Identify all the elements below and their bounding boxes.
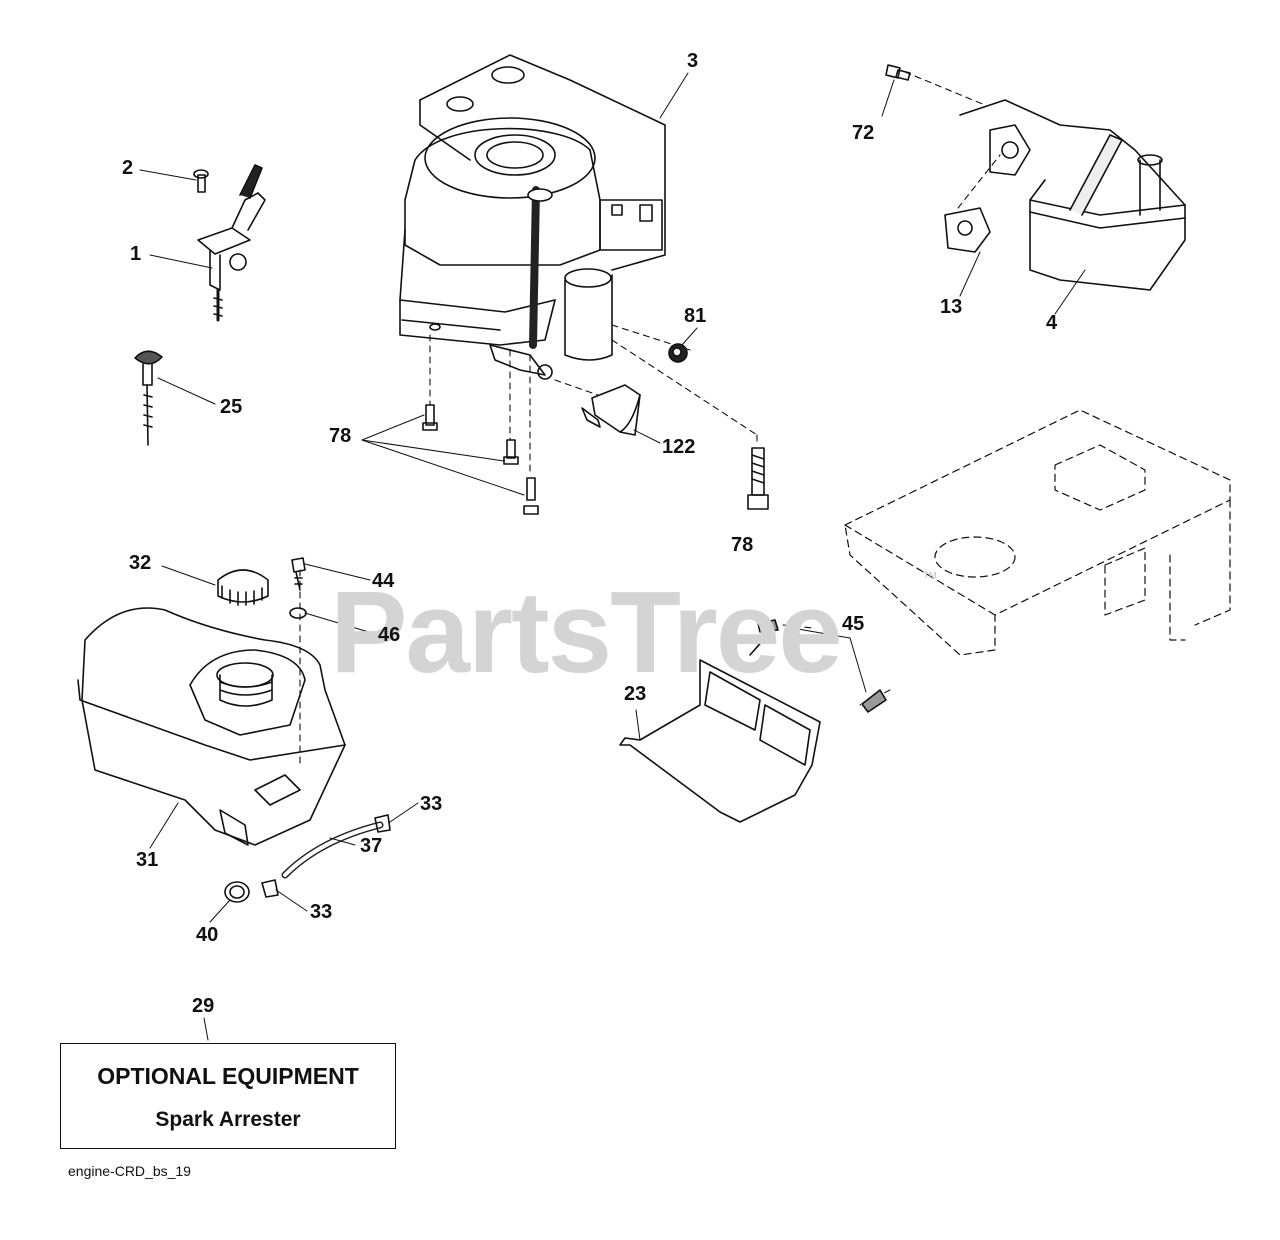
diagram-caption: engine-CRD_bs_19 (68, 1163, 191, 1179)
callout-78-right[interactable]: 78 (731, 534, 754, 556)
callout-31[interactable]: 31 (136, 849, 159, 871)
bolt-72 (885, 64, 911, 81)
callout-25[interactable]: 25 (220, 396, 243, 418)
callout-3[interactable]: 3 (687, 50, 699, 72)
callout-72[interactable]: 72 (852, 122, 875, 144)
spark-arrester-label: Spark Arrester (155, 1108, 301, 1131)
callout-32[interactable]: 32 (129, 552, 152, 574)
callout-33-upper[interactable]: 33 (420, 793, 443, 815)
callout-40[interactable]: 40 (196, 924, 219, 946)
engine-bolts (422, 404, 769, 515)
engine (399, 54, 666, 380)
fuel-tank (77, 569, 346, 846)
callout-1[interactable]: 1 (130, 243, 142, 265)
callout-78-left[interactable]: 78 (329, 425, 352, 447)
gasket-13 (944, 207, 991, 253)
throttle-control (193, 164, 266, 322)
callout-33-lower[interactable]: 33 (310, 901, 333, 923)
optional-equipment-title: OPTIONAL EQUIPMENT (97, 1063, 359, 1089)
callout-4[interactable]: 4 (1046, 312, 1058, 334)
callout-23[interactable]: 23 (624, 683, 647, 705)
callout-37[interactable]: 37 (360, 835, 383, 857)
plug-81 (668, 343, 688, 363)
callout-45[interactable]: 45 (842, 613, 865, 635)
watermark: PartsTree (330, 567, 843, 697)
callout-29[interactable]: 29 (192, 995, 215, 1017)
choke-knob (134, 350, 163, 446)
callout-122[interactable]: 122 (662, 436, 696, 458)
fuel-fittings (224, 557, 391, 903)
heat-shield (619, 619, 887, 823)
callout-46[interactable]: 46 (378, 624, 401, 646)
leader-lines (139, 72, 1086, 1041)
callout-13[interactable]: 13 (940, 296, 963, 318)
trademark-symbol: ™ (922, 570, 938, 587)
callout-44[interactable]: 44 (372, 570, 395, 592)
callout-81[interactable]: 81 (684, 305, 707, 327)
muffler (959, 99, 1186, 291)
guard-122 (581, 384, 641, 436)
callout-2[interactable]: 2 (122, 157, 134, 179)
frame (844, 409, 1231, 656)
optional-equipment-box: OPTIONAL EQUIPMENT Spark Arrester (60, 1043, 396, 1149)
